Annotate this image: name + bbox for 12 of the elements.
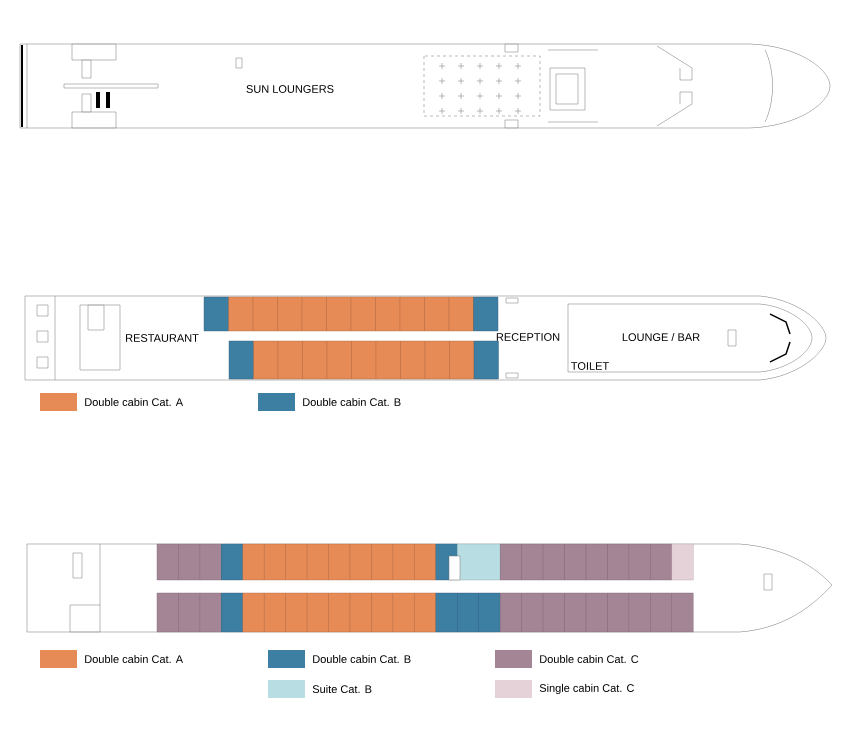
legend-label: Suite Cat. B: [312, 684, 372, 694]
legend-label: Single cabin Cat. C: [540, 684, 634, 694]
room-label: SUN LOUNGERS: [246, 85, 334, 93]
legend-label: Double cabin Cat. B: [303, 398, 400, 406]
legend-label: Double cabin Cat. B: [313, 654, 410, 664]
room-label: RECEPTION: [496, 333, 560, 341]
room-label: LOUNGE / BAR: [622, 332, 700, 342]
legend-label: Double cabin Cat. A: [85, 654, 184, 664]
room-label: RESTAURANT: [126, 334, 199, 342]
legend-label: Double cabin Cat. C: [540, 654, 638, 664]
legend-label: Double cabin Cat. A: [85, 398, 184, 406]
room-label: TOILET: [571, 362, 609, 370]
